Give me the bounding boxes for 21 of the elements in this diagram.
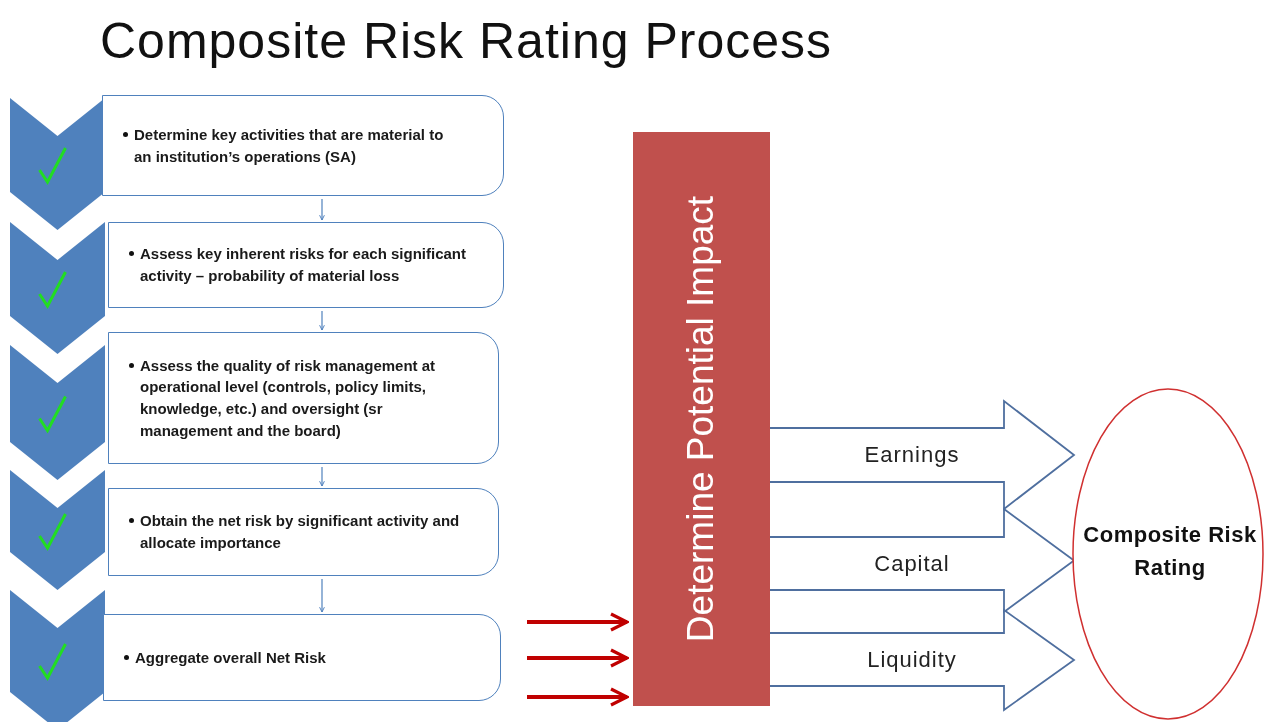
arrow [319, 310, 325, 331]
arrow [319, 578, 325, 613]
step-box [102, 95, 504, 196]
bar-label: Determine Potential Impact [680, 195, 723, 643]
rating-label: Composite Risk Rating [1082, 520, 1258, 582]
step-text: Determine key activities that are material to an institution’s operations (SA) [134, 124, 445, 167]
step-text: Assess key inherent risks for each significant activity – probability of material loss [140, 244, 467, 286]
step-box [103, 614, 501, 701]
step-box [108, 332, 499, 464]
arrow [319, 198, 325, 221]
arrow [527, 648, 629, 668]
title: Composite Risk Rating Process [100, 12, 833, 70]
step-text: Aggregate overall Net Risk [135, 647, 326, 668]
arrow [527, 687, 629, 707]
step-box [108, 488, 499, 576]
arrow [527, 612, 629, 632]
step-text: Assess the quality of risk management at operational level (controls, policy limits, knowledge, etc.) and oversight (sr management and the board) [140, 355, 437, 441]
impact-bar [633, 132, 770, 706]
arrow [319, 466, 325, 487]
step-text: Obtain the net risk by significant activity and allocate importance [140, 511, 461, 553]
step-box [108, 222, 504, 308]
